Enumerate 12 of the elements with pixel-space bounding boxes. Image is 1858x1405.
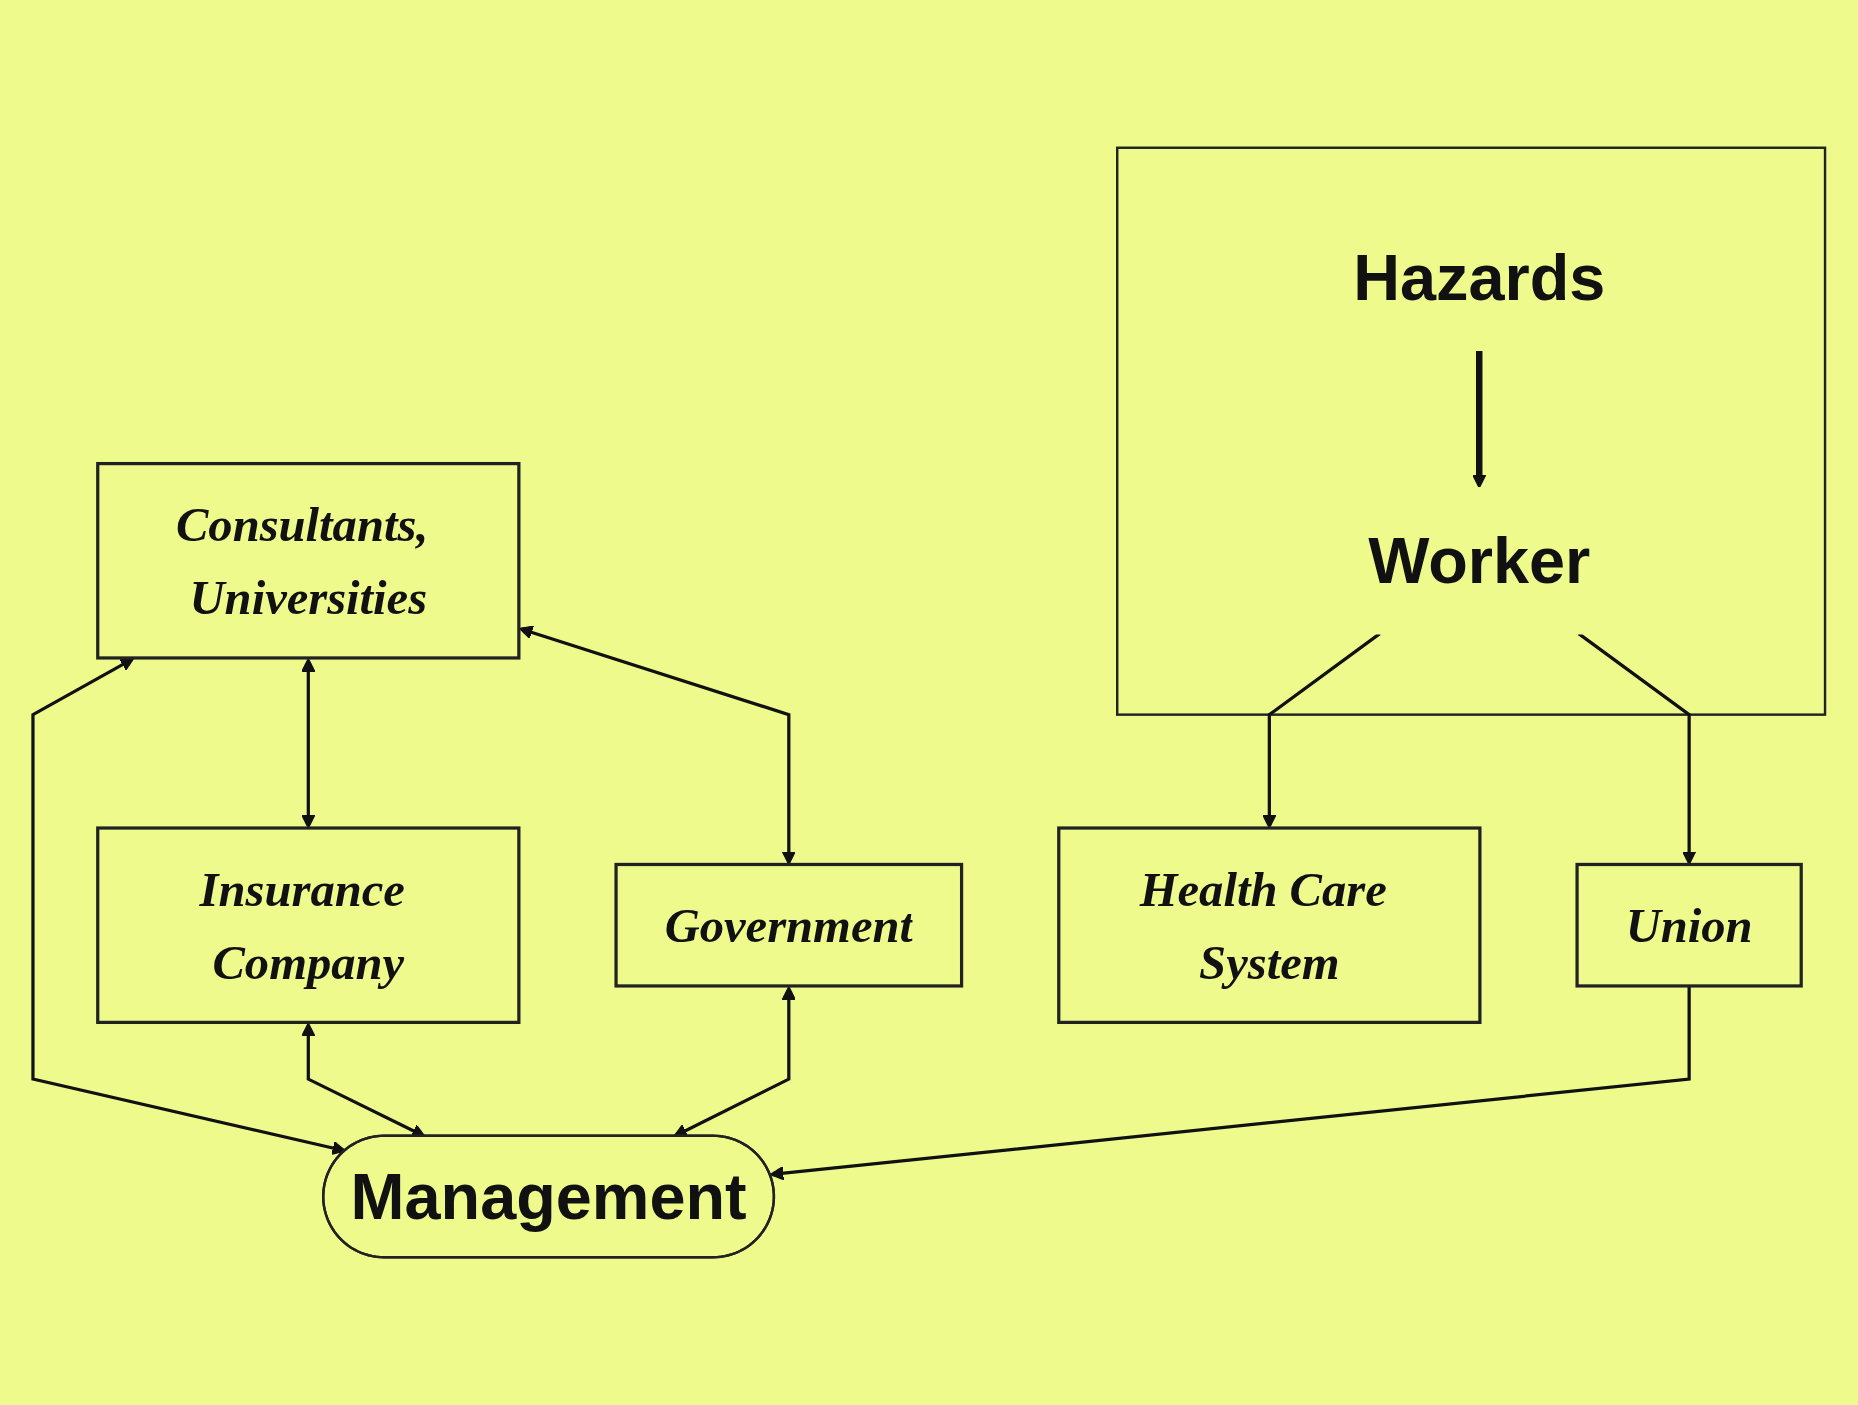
- node-box: Insurance Company: [96, 826, 521, 1024]
- arrow: [769, 985, 1691, 1181]
- node-box: Government: [614, 862, 964, 988]
- node-box: Union: [1575, 862, 1803, 988]
- node-text: Hazards: [1353, 241, 1606, 313]
- arrow: [1262, 632, 1381, 829]
- arrow: [1472, 350, 1487, 489]
- cluster: [1116, 146, 1827, 716]
- node-text: Worker: [1368, 525, 1591, 597]
- node-box: Consultants, Universities: [96, 461, 521, 660]
- arrow: [301, 657, 316, 829]
- node-box: Health Care System: [1057, 826, 1482, 1024]
